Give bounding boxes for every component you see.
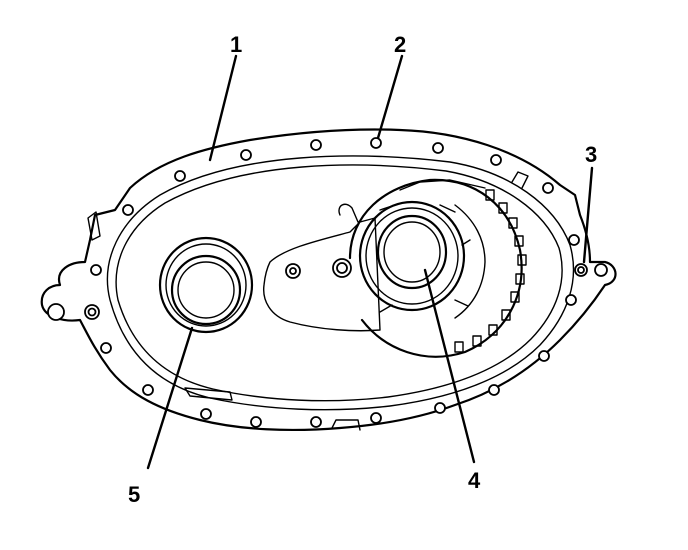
right-mounting-lug <box>574 263 608 277</box>
housing-outer-flange <box>40 128 617 432</box>
leader-line-5 <box>146 326 194 470</box>
housing-tabs <box>87 171 529 431</box>
callout-1: 1 <box>230 32 242 57</box>
leader-line-3 <box>582 166 594 264</box>
callout-5: 5 <box>128 482 140 507</box>
leader-line-2 <box>376 54 404 140</box>
oil-pump-plate <box>263 203 381 332</box>
rear-output-shaft-bearing-assembly <box>348 178 527 358</box>
callout-2: 2 <box>394 32 406 57</box>
leader-line-4 <box>423 268 476 464</box>
perimeter-bolt-holes <box>90 137 580 428</box>
front-output-seal <box>158 236 254 334</box>
gear-teeth <box>454 189 527 353</box>
callout-4: 4 <box>468 468 481 493</box>
callout-leaders <box>146 54 594 470</box>
callout-3: 3 <box>585 142 597 167</box>
leader-line-1 <box>208 54 238 162</box>
left-mounting-lug <box>47 303 100 321</box>
